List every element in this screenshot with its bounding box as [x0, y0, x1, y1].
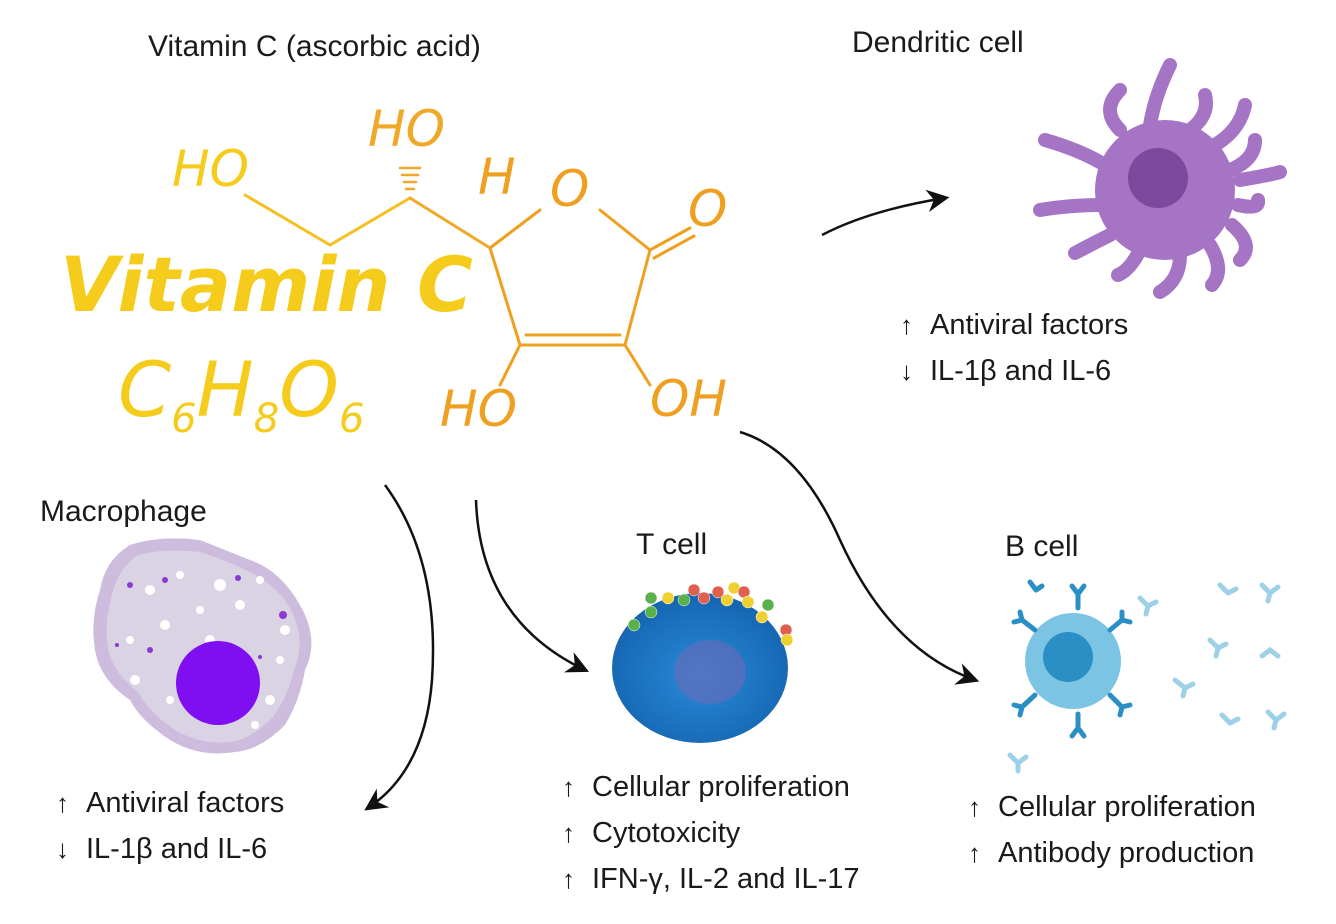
vitamin-c-script-name: Vitamin C [60, 240, 473, 329]
effect-text: IFN-γ, IL-2 and IL-17 [592, 863, 860, 895]
arrow-up-icon: ↑ [968, 792, 981, 822]
effect-item: ↑ Antiviral factors [900, 302, 1128, 348]
arrow-up-icon: ↑ [900, 310, 913, 340]
formula-c: C [118, 345, 172, 434]
arrow-to-tcell [474, 499, 590, 673]
dendritic-cell-icon [1033, 58, 1287, 299]
effect-item: ↑ IFN-γ, IL-2 and IL-17 [562, 856, 860, 902]
effect-text: Antiviral factors [930, 309, 1129, 341]
antibody-icons [1011, 579, 1133, 739]
atom-o-carbonyl: O [688, 180, 728, 238]
arrow-down-icon: ↓ [900, 356, 913, 386]
effect-item: ↑ Cytotoxicity [562, 810, 860, 856]
b-cell-title: B cell [1005, 530, 1079, 563]
macrophage-icon [93, 538, 312, 754]
formula-o-count: 6 [338, 396, 365, 443]
effect-text: Cytotoxicity [592, 817, 741, 849]
effect-item: ↑ Cellular proliferation [562, 764, 860, 810]
effect-text: IL-1β and IL-6 [86, 833, 268, 865]
arrow-to-bcell [739, 430, 980, 685]
formula-h: H [196, 345, 254, 434]
effect-text: Cellular proliferation [592, 771, 850, 803]
dendritic-cell-title: Dendritic cell [852, 26, 1024, 59]
t-cell-icon [612, 581, 794, 743]
effect-text: Antibody production [998, 837, 1255, 869]
arrow-to-macrophage [364, 484, 435, 811]
effect-item: ↓ IL-1β and IL-6 [56, 826, 284, 872]
molecular-formula: C6H8O6 [118, 345, 364, 442]
atom-ho-top: HO [368, 100, 445, 158]
formula-c-count: 6 [171, 396, 197, 443]
arrow-up-icon: ↑ [562, 864, 575, 894]
effect-text: Cellular proliferation [998, 791, 1256, 823]
effect-text: IL-1β and IL-6 [930, 355, 1112, 387]
arrow-up-icon: ↑ [562, 772, 575, 802]
macrophage-title: Macrophage [40, 495, 207, 528]
effect-item: ↓ IL-1β and IL-6 [900, 348, 1128, 394]
effect-item: ↑ Antiviral factors [56, 780, 284, 826]
t-cell-effects: ↑ Cellular proliferation ↑ Cytotoxicity ↑ I… [562, 764, 860, 902]
t-cell-title: T cell [636, 528, 708, 561]
macrophage-effects: ↑ Antiviral factors ↓ IL-1β and IL-6 [56, 780, 284, 872]
atom-h: H [478, 148, 516, 206]
arrow-to-dendritic [821, 189, 950, 237]
b-cell-effects: ↑ Cellular proliferation ↑ Antibody produc… [968, 784, 1256, 876]
atom-o-ring: O [550, 160, 590, 218]
effect-text: Antiviral factors [86, 787, 285, 819]
formula-o: O [279, 345, 339, 434]
effect-item: ↑ Cellular proliferation [968, 784, 1256, 830]
arrow-up-icon: ↑ [968, 838, 981, 868]
dendritic-effects: ↑ Antiviral factors ↓ IL-1β and IL-6 [900, 302, 1128, 394]
formula-h-count: 8 [253, 396, 280, 443]
atom-ho-left: HO [172, 140, 249, 198]
atom-oh-bottom: OH [650, 370, 727, 428]
arrow-down-icon: ↓ [56, 834, 69, 864]
arrow-up-icon: ↑ [562, 818, 575, 848]
hashed-wedge-icon [398, 166, 422, 191]
ascorbic-acid-structure [243, 166, 696, 387]
b-cell-icon [1007, 579, 1287, 774]
arrow-up-icon: ↑ [56, 788, 69, 818]
atom-ho-bottom: HO [440, 380, 517, 438]
effect-item: ↑ Antibody production [968, 830, 1256, 876]
vitamin-c-title: Vitamin C (ascorbic acid) [148, 30, 481, 63]
